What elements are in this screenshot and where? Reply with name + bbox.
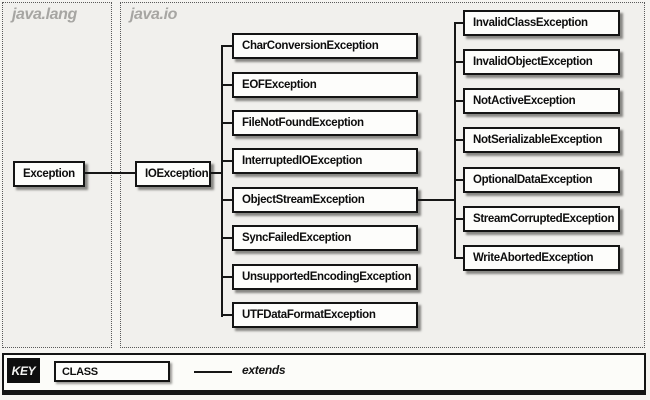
spine-io-children (221, 45, 223, 317)
stub-os-child-5 (454, 179, 463, 181)
class-box-eofexception: EOFException (232, 72, 418, 98)
class-label: UTFDataFormatException (242, 309, 376, 321)
stub-io-child-1 (221, 45, 232, 47)
class-box-filenotfoundexception: FileNotFoundException (232, 110, 418, 136)
class-label: SyncFailedException (242, 232, 352, 244)
class-label: FileNotFoundException (242, 117, 364, 129)
class-box-streamcorruptedexception: StreamCorruptedException (463, 206, 620, 232)
class-label: NotSerializableException (473, 134, 602, 146)
legend-class-sample-label: CLASS (62, 365, 98, 378)
connector-ioexception-spine (211, 172, 223, 174)
legend-title: KEY (7, 358, 40, 383)
class-box-ioexception: IOException (135, 161, 211, 187)
class-box-charconversionexception: CharConversionException (232, 33, 418, 59)
stub-io-child-8 (221, 314, 232, 316)
stub-io-child-2 (221, 84, 232, 86)
class-label: InterruptedIOException (242, 155, 363, 167)
legend-bar: KEY CLASS extends (2, 353, 646, 395)
stub-io-child-4 (221, 160, 232, 162)
class-box-notactiveexception: NotActiveException (463, 88, 620, 114)
class-box-optionaldataexception: OptionalDataException (463, 167, 620, 193)
stub-io-child-5 (221, 199, 232, 201)
stub-io-child-6 (221, 237, 232, 239)
class-label: Exception (23, 168, 75, 180)
class-label: ObjectStreamException (242, 194, 365, 206)
stub-os-child-2 (454, 61, 463, 63)
legend-extends-line (194, 371, 232, 373)
legend-class-sample-box: CLASS (54, 361, 170, 382)
class-label: CharConversionException (242, 40, 379, 52)
class-label: InvalidClassException (473, 17, 588, 29)
stub-os-child-4 (454, 139, 463, 141)
class-box-notserializableexception: NotSerializableException (463, 127, 620, 153)
class-box-unsupportedencodingexception: UnsupportedEncodingException (232, 264, 418, 290)
stub-io-child-3 (221, 122, 232, 124)
package-java-lang-label: java.lang (12, 6, 77, 23)
class-box-objectstreamexception: ObjectStreamException (232, 187, 418, 213)
stub-os-child-3 (454, 100, 463, 102)
connector-objectstream-spine (418, 199, 456, 201)
stub-os-child-6 (454, 218, 463, 220)
class-label: EOFException (242, 79, 317, 91)
class-box-syncfailedexception: SyncFailedException (232, 225, 418, 251)
package-java-io-label: java.io (130, 6, 178, 23)
connector-exception-ioexception (85, 172, 135, 174)
class-label: StreamCorruptedException (473, 213, 615, 225)
class-label: NotActiveException (473, 95, 576, 107)
class-label: OptionalDataException (473, 174, 593, 186)
class-box-exception: Exception (13, 161, 85, 187)
class-label: IOException (145, 168, 209, 180)
stub-io-child-7 (221, 276, 232, 278)
class-label: UnsupportedEncodingException (242, 271, 412, 283)
class-label: InvalidObjectException (473, 56, 593, 68)
class-box-utfdataformatexception: UTFDataFormatException (232, 302, 418, 328)
class-label: WriteAbortedException (473, 252, 594, 264)
stub-os-child-7 (454, 257, 463, 259)
class-box-invalidclassexception: InvalidClassException (463, 10, 620, 36)
class-box-invalidobjectexception: InvalidObjectException (463, 49, 620, 75)
class-box-writeabortedexception: WriteAbortedException (463, 245, 620, 271)
stub-os-child-1 (454, 22, 463, 24)
class-box-interruptedioexception: InterruptedIOException (232, 148, 418, 174)
legend-extends-label: extends (242, 363, 286, 377)
